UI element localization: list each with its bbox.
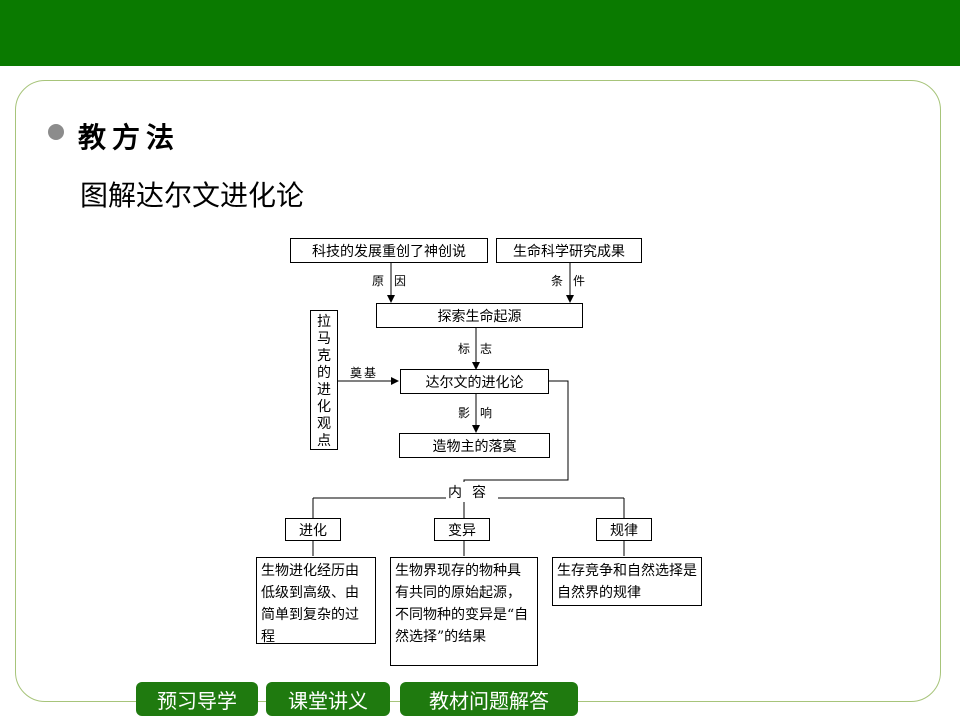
- nav-textbook-answers-button[interactable]: 教材问题解答: [400, 682, 578, 716]
- slide-subtitle: 图解达尔文进化论: [80, 179, 305, 212]
- box-cause-research: 生命科学研究成果: [496, 238, 642, 263]
- label-foundation: 奠基: [350, 366, 379, 380]
- box-variation: 变异: [434, 518, 490, 541]
- text-evolution: 生物进化经历由低级到高级、由简单到复杂的过程: [256, 557, 376, 645]
- label-reason: 原因: [372, 274, 417, 288]
- text-law: 生存竞争和自然选择是自然界的规律: [552, 557, 702, 606]
- section-heading: 教方法: [78, 121, 181, 154]
- box-creator: 造物主的落寞: [399, 433, 550, 458]
- box-explore-origin: 探索生命起源: [376, 303, 583, 328]
- nav-preview-button[interactable]: 预习导学: [136, 682, 258, 716]
- label-content: 内容: [446, 482, 498, 502]
- label-mark: 标志: [458, 342, 503, 356]
- lamarck-text: 拉马克的进化观点: [317, 314, 331, 449]
- label-influence: 影响: [458, 406, 503, 420]
- box-law: 规律: [596, 518, 652, 541]
- box-evolution: 进化: [285, 518, 341, 541]
- text-variation: 生物界现存的物种具有共同的原始起源，不同物种的变异是“自然选择”的结果: [390, 557, 538, 666]
- box-darwin: 达尔文的进化论: [400, 369, 549, 394]
- box-cause-science: 科技的发展重创了神创说: [290, 238, 488, 263]
- bullet-icon: [48, 124, 64, 140]
- nav-lecture-button[interactable]: 课堂讲义: [266, 682, 390, 716]
- box-lamarck: 拉马克的进化观点: [310, 310, 338, 450]
- top-banner: [0, 0, 960, 66]
- label-condition: 条件: [551, 274, 596, 288]
